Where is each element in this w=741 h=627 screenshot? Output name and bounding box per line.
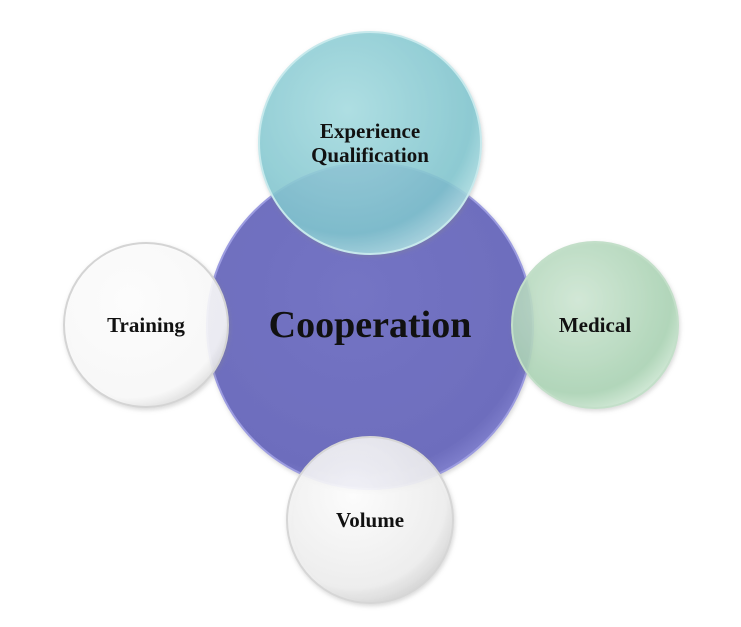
left-label: Training <box>107 312 185 337</box>
bottom-circle <box>286 436 454 604</box>
bottom-label: Volume <box>335 507 405 532</box>
top-label-line1: Experience <box>319 118 421 143</box>
top-circle <box>258 31 482 255</box>
right-label: Medical <box>558 312 632 337</box>
left-circle <box>63 242 229 408</box>
right-circle <box>511 241 679 409</box>
top-label: Experience Qualification <box>311 119 429 167</box>
top-label-line2: Qualification <box>311 143 429 167</box>
center-label: Cooperation <box>268 304 472 347</box>
